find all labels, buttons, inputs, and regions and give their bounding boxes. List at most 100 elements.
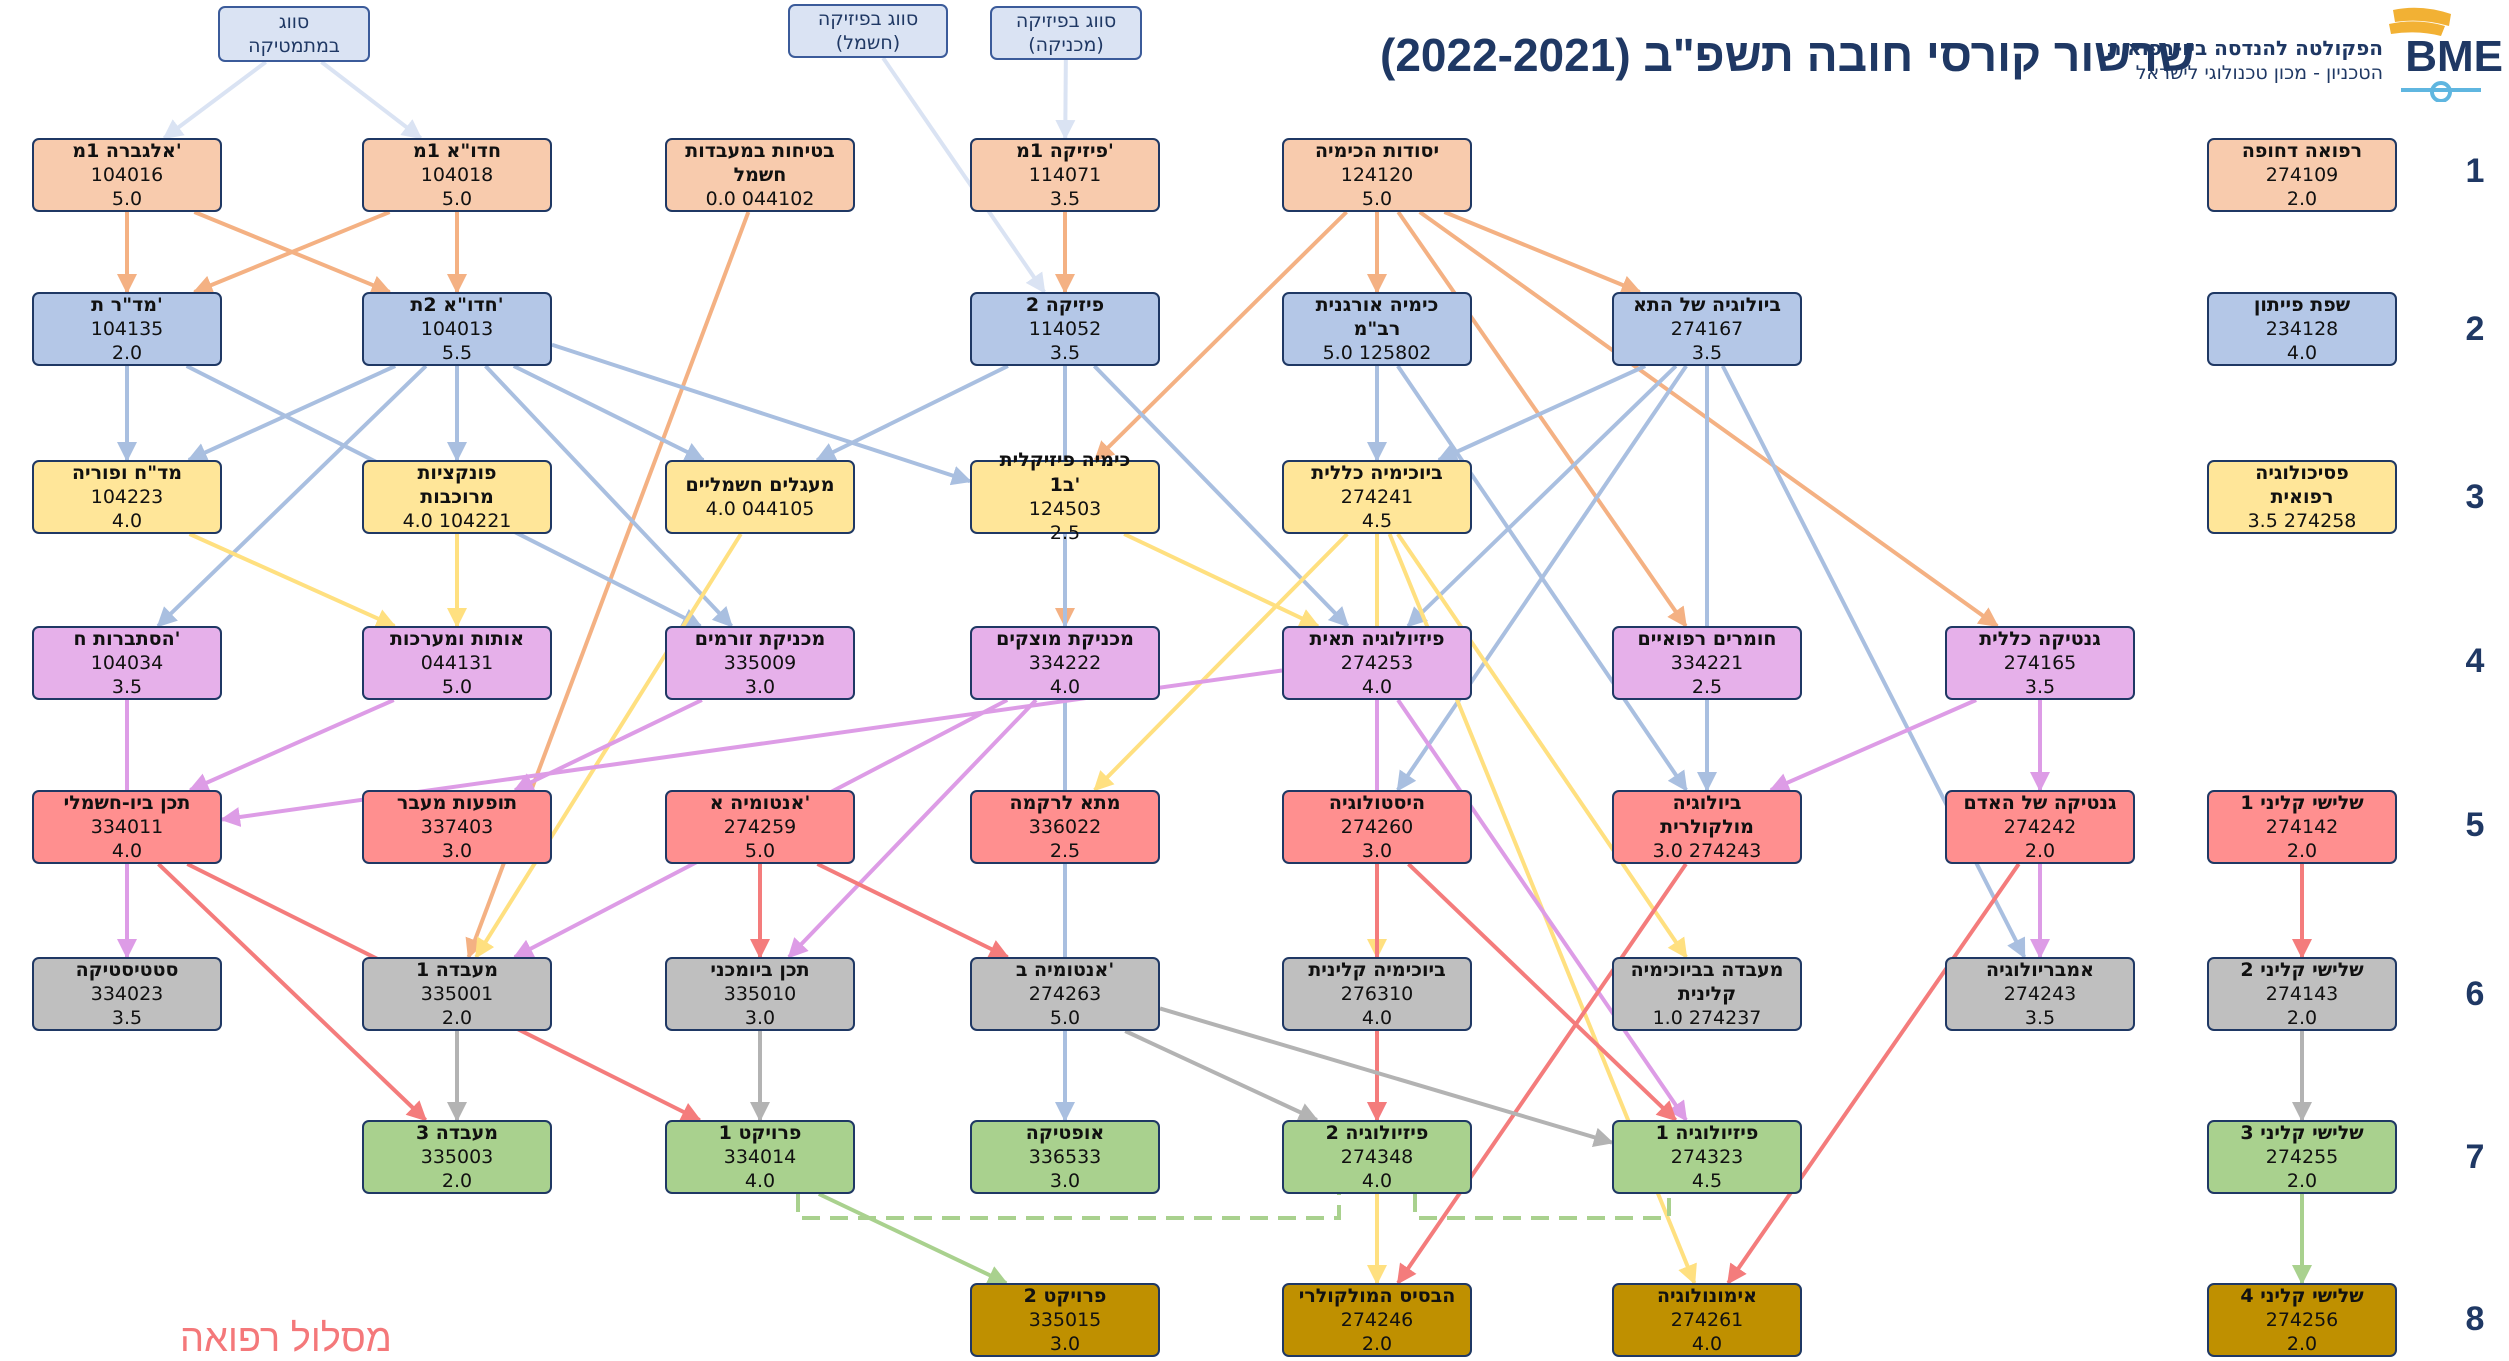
course-number-credits: 4.0 044105 (705, 498, 815, 520)
track-label: מסלול רפואה (180, 1318, 392, 1360)
course-name: חדו"א 2ת' (410, 293, 504, 316)
course-credits: 3.5 (1049, 188, 1081, 211)
prerequisite-arrow (815, 364, 1009, 462)
corequisite-dashed-link (1413, 1194, 1671, 1220)
course-number: 274261 (1670, 1308, 1744, 1331)
course-name: סטטיסטיקה (75, 958, 179, 981)
course-name: ביולוגיה (1672, 791, 1742, 814)
course-credits: 3.5 (2024, 1007, 2056, 1030)
course-credits: 4.0 (1049, 676, 1081, 699)
course-number: 234128 (2265, 317, 2339, 340)
course-number: 336022 (1028, 815, 1102, 838)
course-name: רפואה דחופה (2241, 139, 2363, 162)
course-name: אימונולוגיה (1657, 1284, 1757, 1307)
course-name: מכניקת זורמים (694, 627, 826, 650)
course-name: אותות ומערכות (389, 627, 525, 650)
course-number: 335001 (420, 982, 494, 1005)
course-number: 334014 (723, 1145, 797, 1168)
prerequisite-arrow (817, 1192, 1008, 1285)
prerequisite-arrow (320, 60, 423, 140)
course-credits: 3.5 (1691, 342, 1723, 365)
course-name: אמבריולוגיה (1986, 958, 2094, 981)
course-name: תכן ביומכני (710, 958, 810, 981)
course-number: 104135 (90, 317, 164, 340)
gear-icon (2389, 7, 2481, 102)
course-name: מעבדה בביוכימיה (1630, 958, 1784, 981)
course-name: שלישי קליני 4 (2240, 1284, 2364, 1307)
course-number-credits: 0.0 044102 (705, 188, 815, 211)
course-number: 274323 (1670, 1145, 1744, 1168)
course-name: פרויקט 1 (718, 1121, 802, 1144)
course-name: שפת פייתון (2253, 293, 2351, 316)
prerequisite-arrow (1769, 698, 1977, 792)
course-name: אנטומיה א' (709, 791, 811, 814)
prerequisite-arrow (513, 698, 703, 792)
course-name: פיזיקה 2 (1025, 293, 1105, 316)
prerequisite-arrow (162, 60, 268, 140)
semester-number: 3 (2465, 478, 2485, 516)
placement-line: במתמטיקה (248, 35, 340, 57)
prerequisite-arrow (1123, 532, 1320, 628)
course-name: אלגברה 1מ' (72, 139, 182, 162)
placement-line: (מכניקה) (1028, 34, 1104, 56)
prerequisite-arrow (787, 698, 1038, 959)
course-name: מתא לרקמה (1009, 791, 1121, 814)
course-name-line2: רב"מ (1353, 317, 1401, 340)
course-credits: 4.0 (111, 510, 143, 533)
course-credits: 5.0 (441, 676, 473, 699)
prerequisite-arrow (156, 364, 428, 628)
